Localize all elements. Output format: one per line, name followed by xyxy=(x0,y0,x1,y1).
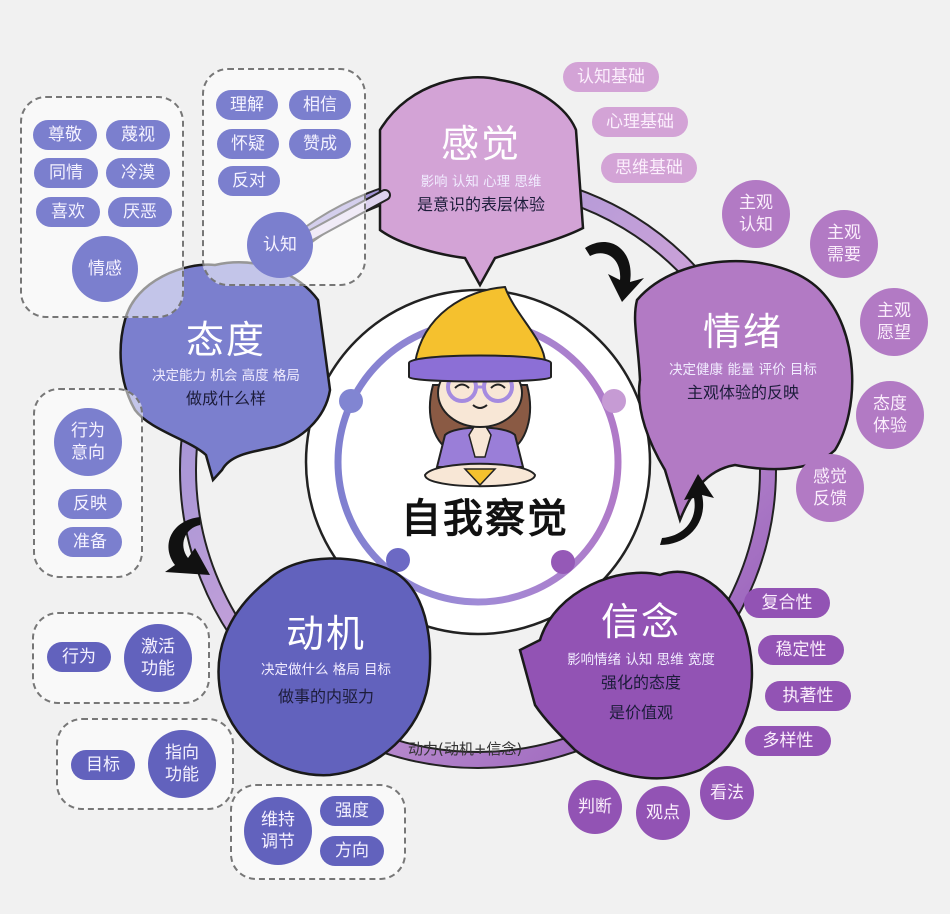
node-dongji: 动机 决定做什么 格局 目标 做事的内驱力 xyxy=(222,612,430,710)
node-qingxu-desc: 主观体验的反映 xyxy=(686,383,799,402)
tag-zunjing: 尊敬 xyxy=(33,120,97,150)
hub-jihuo-gongneng: 激活 功能 xyxy=(124,624,192,692)
node-qingxu: 情绪 决定健康 能量 评价 目标 主观体验的反映 xyxy=(640,310,846,406)
node-xinnian-title: 信念 xyxy=(600,600,681,644)
node-ganjue-desc: 是意识的表层体验 xyxy=(416,195,545,214)
node-xinnian-desc2: 是价值观 xyxy=(608,703,673,722)
node-taidu-desc: 做成什么样 xyxy=(185,389,266,408)
node-qingxu-title: 情绪 xyxy=(702,310,783,354)
tag-renzhi-jichu: 认知基础 xyxy=(563,62,659,92)
tag-fanying: 反映 xyxy=(58,489,122,519)
meditating-girl-illustration xyxy=(408,285,552,488)
tag-panduan: 判断 xyxy=(568,780,622,834)
node-xinnian-desc: 强化的态度 xyxy=(600,673,681,692)
tag-ganjue-fankui: 感觉 反馈 xyxy=(796,454,864,522)
tag-tongqing: 同情 xyxy=(34,158,98,188)
tag-zhuguan-yuanwang: 主观 愿望 xyxy=(860,288,928,356)
tag-xinli-jichu: 心理基础 xyxy=(592,107,688,137)
node-dongji-sub: 决定做什么 格局 目标 xyxy=(260,662,392,678)
tag-fuhexing: 复合性 xyxy=(744,588,830,618)
tag-fandui: 反对 xyxy=(218,166,280,196)
node-ganjue-shape xyxy=(378,76,585,288)
tag-zhuguan-xuyao: 主观 需要 xyxy=(810,210,878,278)
tag-yanwu: 厌恶 xyxy=(108,197,172,227)
node-ganjue-sub: 影响 认知 心理 思维 xyxy=(420,174,542,190)
tag-fangxiang: 方向 xyxy=(320,836,384,866)
node-xinnian: 信念 影响情绪 认知 思维 宽度 强化的态度 是价值观 xyxy=(538,600,744,726)
hub-renzhi: 认知 xyxy=(247,212,313,278)
node-qingxu-sub: 决定健康 能量 评价 目标 xyxy=(669,362,817,378)
tag-kanfa: 看法 xyxy=(700,766,754,820)
tag-xihuan: 喜欢 xyxy=(36,197,100,227)
center-title: 自我察觉 xyxy=(401,496,569,542)
tag-mieshi: 蔑视 xyxy=(106,120,170,150)
tag-lijie: 理解 xyxy=(216,90,278,120)
node-ganjue-title: 感觉 xyxy=(440,122,521,166)
arrow-xinnian-to-qingxu xyxy=(660,474,714,545)
tag-guandian: 观点 xyxy=(636,786,690,840)
tag-taidu-tiyan: 态度 体验 xyxy=(856,381,924,449)
tag-zhizhuoxing: 执著性 xyxy=(765,681,851,711)
ring-dots xyxy=(339,389,626,574)
node-xinnian-shape xyxy=(518,570,754,780)
tag-wendingxing: 稳定性 xyxy=(758,635,844,665)
tag-mubiao: 目标 xyxy=(71,750,135,780)
node-dongji-title: 动机 xyxy=(285,612,366,656)
node-taidu: 态度 决定能力 机会 高度 格局 做成什么样 xyxy=(118,318,334,412)
tag-huaiyi: 怀疑 xyxy=(217,129,279,159)
tag-xiangxin: 相信 xyxy=(289,90,351,120)
tag-xingwei: 行为 xyxy=(47,642,111,672)
node-dongji-shape xyxy=(217,557,432,777)
hub-xingwei-yixiang: 行为 意向 xyxy=(54,408,122,476)
node-dongji-desc: 做事的内驱力 xyxy=(277,687,374,706)
hub-zhixiang-gongneng: 指向 功能 xyxy=(148,730,216,798)
node-xinnian-sub: 影响情绪 认知 思维 宽度 xyxy=(567,652,715,668)
node-ganjue: 感觉 影响 认知 心理 思维 是意识的表层体验 xyxy=(378,122,584,218)
tag-zhunbei: 准备 xyxy=(58,527,122,557)
power-caption: 动力(动机+信念) xyxy=(408,740,523,758)
tag-lengmo: 冷漠 xyxy=(106,158,170,188)
tag-zancheng: 赞成 xyxy=(289,129,351,159)
tag-zhuguan-renzhi: 主观 认知 xyxy=(722,180,790,248)
hub-weichi-tiaojie: 维持 调节 xyxy=(244,797,312,865)
arrow-ganjue-to-qingxu xyxy=(585,242,644,302)
tag-qiangdu: 强度 xyxy=(320,796,384,826)
hub-qinggan: 情感 xyxy=(72,236,138,302)
node-qingxu-shape xyxy=(633,259,854,524)
node-taidu-sub: 决定能力 机会 高度 格局 xyxy=(152,368,300,384)
tag-duoyangxing: 多样性 xyxy=(745,726,831,756)
arrow-taidu-to-dongji xyxy=(165,517,210,575)
node-taidu-title: 态度 xyxy=(185,318,266,362)
tag-siwei-jichu: 思维基础 xyxy=(601,153,697,183)
